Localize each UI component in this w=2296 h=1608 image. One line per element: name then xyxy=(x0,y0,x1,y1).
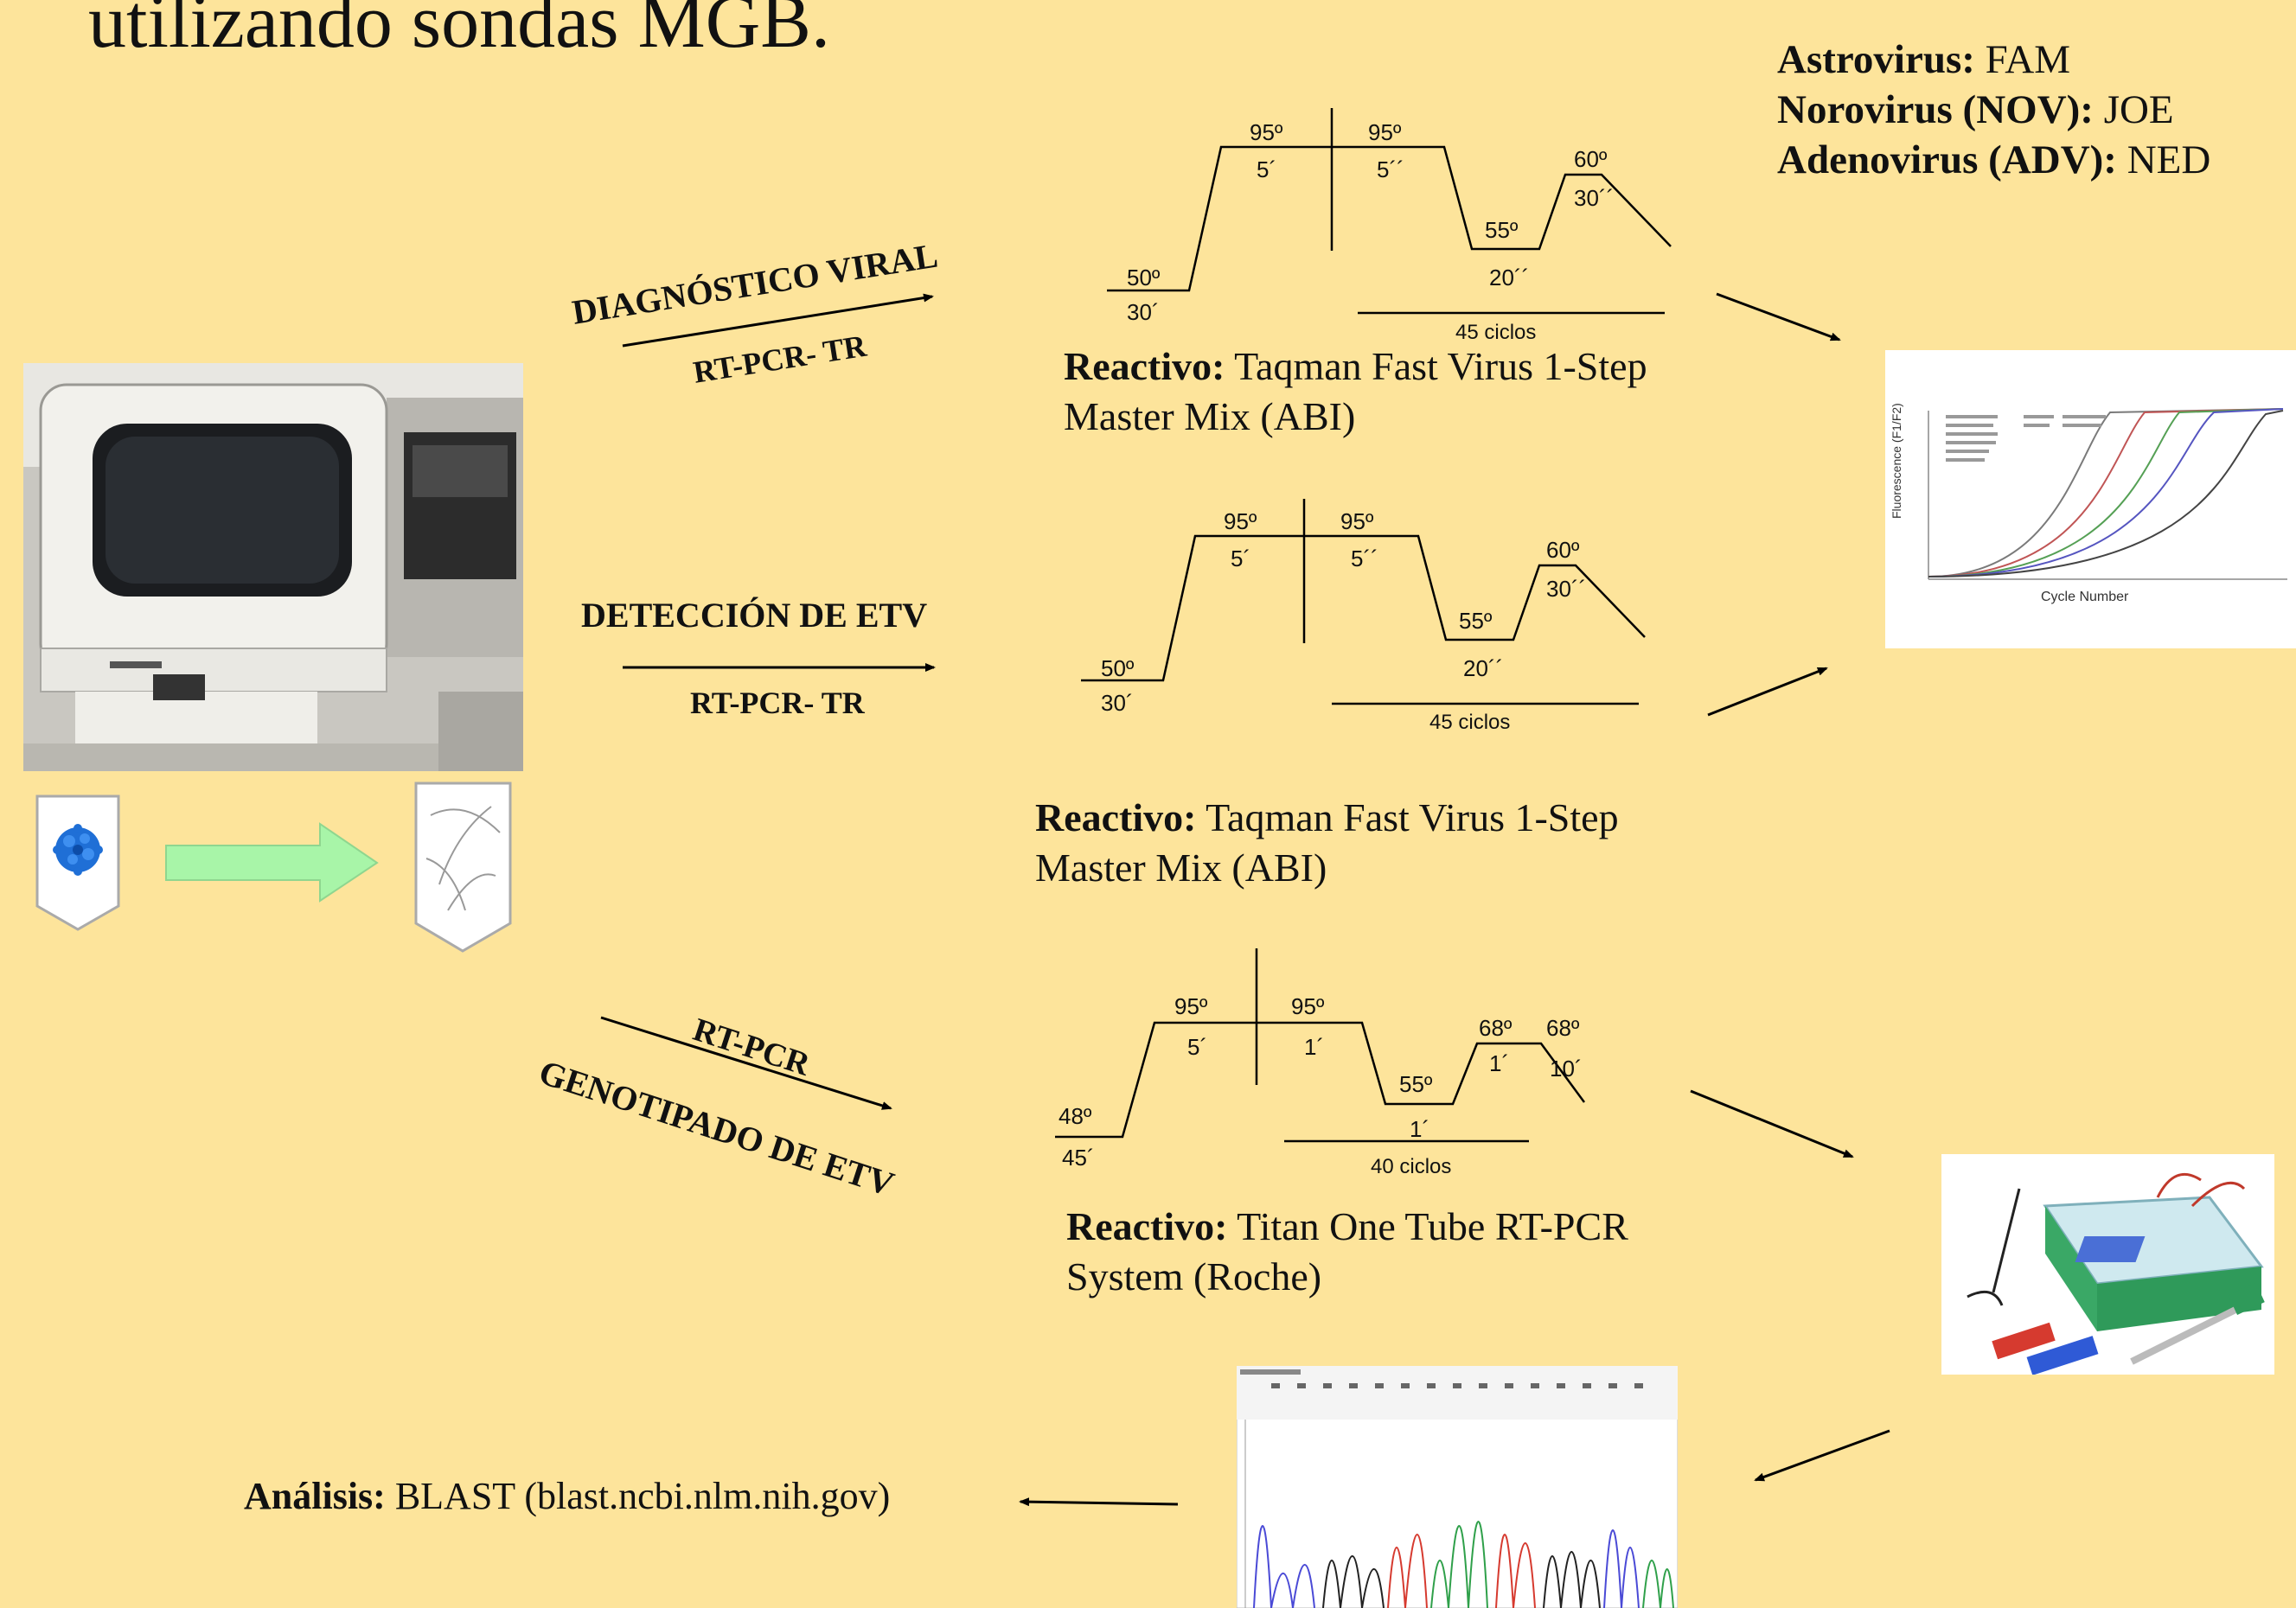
p3-step5-temp: 68º xyxy=(1479,1015,1513,1041)
analysis-text: Análisis: BLAST (blast.ncbi.nlm.nih.gov) xyxy=(244,1475,891,1517)
p2-step1-temp: 50º xyxy=(1101,655,1135,681)
page-title: utilizando sondas MGB. xyxy=(88,0,830,64)
sequencing-chromatogram xyxy=(1237,1366,1678,1608)
p3-step2-time: 5´ xyxy=(1187,1034,1207,1060)
reagent-1: Reactivo: Taqman Fast Virus 1-Step Maste… xyxy=(1064,344,1647,438)
p3-step4-time: 1´ xyxy=(1410,1116,1429,1142)
p1-step4-time: 20´´ xyxy=(1489,265,1529,290)
p3-cycles: 40 ciclos xyxy=(1371,1155,1451,1178)
arrow-to-sequencing xyxy=(1754,1429,1890,1482)
p2-step4-temp: 55º xyxy=(1459,608,1493,634)
legend-item-astrovirus: Astrovirus: FAM xyxy=(1777,37,2071,82)
p1-step4-temp: 55º xyxy=(1485,217,1519,243)
dye-legend: Astrovirus: FAM Norovirus (NOV): JOE Ade… xyxy=(1777,35,2210,185)
p2-step2-temp: 95º xyxy=(1224,508,1257,534)
p1-cycles: 45 ciclos xyxy=(1455,321,1536,344)
p1-step3-temp: 95º xyxy=(1368,119,1402,145)
p2-step5-time: 30´´ xyxy=(1546,576,1586,602)
arrow-to-plot-2 xyxy=(1707,667,1828,717)
p3-step2-temp: 95º xyxy=(1174,993,1208,1019)
p2-step3-time: 5´´ xyxy=(1351,546,1378,571)
p3-step6-temp: 68º xyxy=(1546,1015,1580,1041)
p2-step4-time: 20´´ xyxy=(1463,655,1503,681)
arrow-to-plot-1 xyxy=(1716,292,1841,341)
p1-step2-temp: 95º xyxy=(1250,119,1283,145)
p3-step4-temp: 55º xyxy=(1399,1071,1433,1097)
reagent-2: Reactivo: Taqman Fast Virus 1-Step Maste… xyxy=(1035,795,1619,890)
arrow-route-1 xyxy=(622,293,934,348)
green-process-arrow xyxy=(165,822,379,903)
p1-step1-time: 30´ xyxy=(1127,299,1160,325)
p3-step3-time: 1´ xyxy=(1304,1034,1324,1060)
reagent-3: Reactivo: Titan One Tube RT-PCR System (… xyxy=(1066,1204,1628,1299)
legend-item-norovirus: Norovirus (NOV): JOE xyxy=(1777,87,2174,132)
p3-step3-temp: 95º xyxy=(1291,993,1325,1019)
thermocycler-photo xyxy=(23,363,523,771)
p2-cycles: 45 ciclos xyxy=(1429,711,1510,734)
p2-step3-temp: 95º xyxy=(1340,508,1374,534)
plot-ylabel: Fluorescence (F1/F2) xyxy=(1890,403,1903,519)
p3-step1-temp: 48º xyxy=(1058,1103,1092,1129)
gel-electrophoresis-photo xyxy=(1941,1154,2274,1375)
p1-step1-temp: 50º xyxy=(1127,265,1161,290)
p3-step6-time: 10´ xyxy=(1550,1056,1583,1082)
thermal-profile-2: 50º 30´ 95º 5´ 95º 5´´ 55º 20´´ 60º 30´´… xyxy=(1081,499,1646,734)
p1-step5-temp: 60º xyxy=(1574,146,1608,172)
p1-step2-time: 5´ xyxy=(1257,156,1276,182)
thermal-profile-1: 50º 30´ 95º 5´ 95º 5´´ 55º 20´´ 60º 30´´… xyxy=(1107,108,1672,344)
thermal-profile-3: 48º 45´ 95º 5´ 95º 1´ 55º 1´ 68º 1´ 68º … xyxy=(1055,948,1586,1178)
legend-item-adenovirus: Adenovirus (ADV): NED xyxy=(1777,137,2211,182)
virus-icon xyxy=(53,824,103,876)
result-badge xyxy=(414,782,512,953)
arrow-to-gel xyxy=(1690,1089,1854,1158)
p1-step3-time: 5´´ xyxy=(1377,156,1404,182)
p2-step5-temp: 60º xyxy=(1546,537,1580,563)
virus-sample-badge xyxy=(35,794,120,931)
amplification-plot: Fluorescence (F1/F2) Cycle Number xyxy=(1885,350,2296,648)
arrow-route-3 xyxy=(600,1016,892,1110)
plot-xlabel: Cycle Number xyxy=(2041,590,2129,604)
route-sub-rtpcr-tr-2: RT-PCR- TR xyxy=(690,686,865,720)
route-label-deteccion-etv: DETECCIÓN DE ETV xyxy=(581,596,928,635)
p2-step1-time: 30´ xyxy=(1101,690,1134,716)
arrow-to-analysis xyxy=(1019,1497,1179,1507)
p2-step2-time: 5´ xyxy=(1231,546,1250,571)
p1-step5-time: 30´´ xyxy=(1574,185,1614,211)
p3-step1-time: 45´ xyxy=(1062,1145,1095,1171)
p3-step5-time: 1´ xyxy=(1489,1050,1509,1076)
